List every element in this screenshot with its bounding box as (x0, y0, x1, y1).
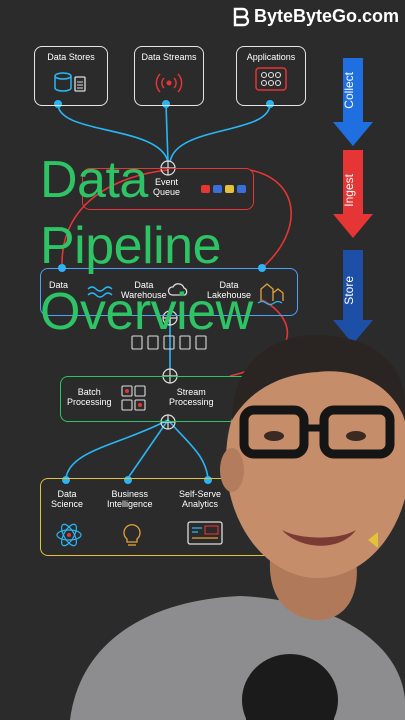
brand-name: ByteByteGo.com (254, 6, 400, 26)
queue-blocks-icon (201, 185, 246, 193)
stream-line2: Processing (169, 397, 214, 408)
self-line2: Analytics (182, 499, 219, 510)
bytebytego-logo-icon (233, 7, 250, 26)
bi-line2: Intelligence (107, 499, 153, 510)
warehouse-line2: Warehouse (121, 290, 167, 301)
business-intelligence-label: Business Intelligence (107, 489, 153, 510)
event-queue-line1: Event (155, 177, 179, 187)
lakehouse-line2: Lakehouse (207, 290, 252, 301)
warehouse-cloud-icon (167, 283, 188, 296)
lakehouse-line1: Data (219, 280, 239, 290)
title-line-2: Pipeline (40, 217, 222, 275)
event-queue-label: Event Queue (153, 177, 180, 198)
applications-label: Applications (246, 52, 296, 62)
storage-box: Data Data Warehouse Data Lakehouse (40, 268, 298, 316)
app-grid-icon (255, 67, 287, 91)
data-science-label: Data Science (51, 489, 83, 510)
event-queue-box: Event Queue (82, 168, 254, 210)
self-line1: Self-Serve (179, 489, 222, 499)
lakehouse-icon (257, 283, 284, 305)
batch-people-icon (121, 385, 146, 411)
data-warehouse-label: Data Warehouse (121, 280, 167, 301)
event-queue-line2: Queue (153, 187, 181, 198)
data-lake-label: Data (49, 280, 69, 290)
applications-box: Applications (236, 46, 306, 106)
atom-icon (56, 523, 82, 547)
science-line2: Science (51, 499, 84, 510)
data-stores-label: Data Stores (47, 52, 95, 62)
title-line-3: Overview (40, 283, 253, 341)
batch-processing-label: Batch Processing (67, 387, 112, 408)
lightbulb-icon (123, 524, 141, 546)
title-line-1: Data (40, 151, 148, 209)
data-streams-box: Data Streams (134, 46, 204, 106)
data-stores-box: Data Stores (34, 46, 108, 106)
warehouse-line1: Data (134, 280, 154, 290)
database-icon (54, 72, 86, 92)
bi-line1: Business (111, 489, 149, 499)
batch-line2: Processing (67, 397, 112, 408)
broadcast-icon (155, 73, 183, 93)
stage-arrows (333, 58, 373, 344)
dashboard-icon (187, 521, 223, 545)
brand-header: ByteByteGo.com (232, 6, 399, 27)
science-line1: Data (57, 489, 77, 499)
batch-line1: Batch (77, 387, 101, 397)
stream-processing-label: Stream Processing (169, 387, 214, 408)
self-serve-analytics-label: Self-Serve Analytics (179, 489, 221, 510)
data-streams-label: Data Streams (141, 52, 197, 62)
lake-waves-icon (87, 286, 113, 298)
stream-line1: Stream (176, 387, 206, 397)
data-lakehouse-label: Data Lakehouse (207, 280, 251, 301)
